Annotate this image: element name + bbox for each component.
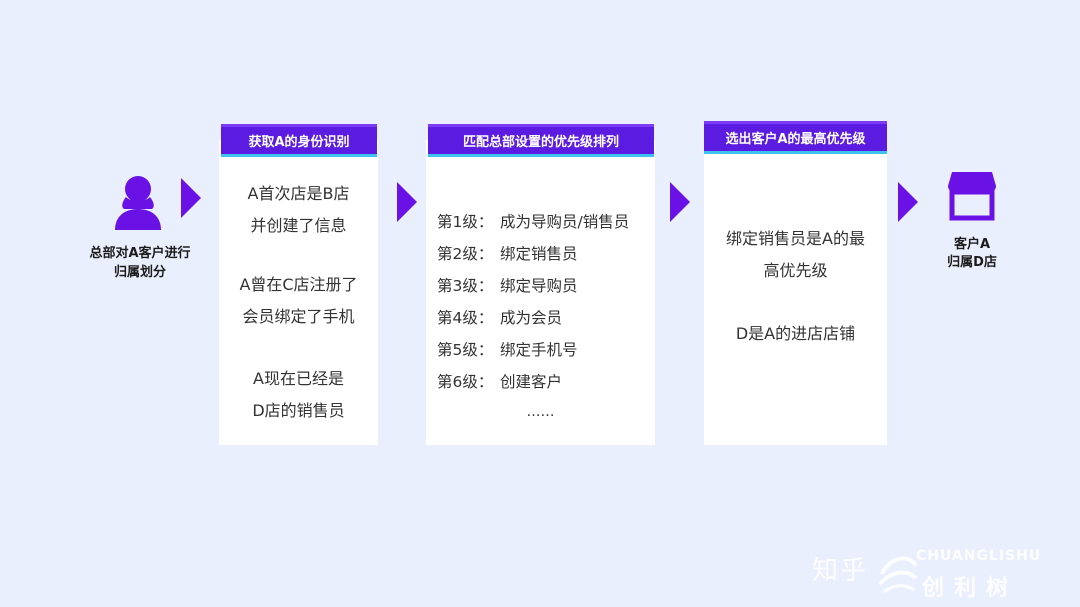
start-label-line2: 归属划分 <box>113 265 166 280</box>
play-arrow-icon <box>670 182 690 222</box>
play-arrow-icon <box>181 178 201 218</box>
level-text: 绑定导购员 <box>500 277 578 295</box>
level-label: 第4级： <box>437 309 494 327</box>
card3-line-1: 绑定销售员是A的最 <box>726 229 865 248</box>
card3-line-3: D是A的进店店铺 <box>735 324 856 343</box>
end-label: 客户A 归属D店 <box>920 236 1024 272</box>
priority-level-4: 第4级： 成为会员 <box>437 306 562 328</box>
priority-level-2: 第2级： 绑定销售员 <box>437 242 578 264</box>
level-label: 第5级： <box>437 341 494 359</box>
level-text: 创建客户 <box>500 373 563 391</box>
brand-name-cn: 创利树 <box>922 576 1019 601</box>
priority-card-header: 匹配总部设置的优先级排列 <box>428 124 654 157</box>
card3-line-2: 高优先级 <box>763 261 828 280</box>
level-text: 绑定手机号 <box>500 341 578 359</box>
card1-line-4: 会员绑定了手机 <box>242 307 355 326</box>
card1-line-6: D店的销售员 <box>252 401 345 420</box>
level-text: 成为会员 <box>500 309 563 327</box>
start-label-line1: 总部对A客户进行 <box>89 246 191 261</box>
start-label: 总部对A客户进行 归属划分 <box>80 244 200 282</box>
level-label: 第1级： <box>437 213 494 231</box>
zhihu-watermark-text: 知乎 <box>812 556 869 586</box>
priority-card: 匹配总部设置的优先级排列 第1级： 成为导购员/销售员 第2级： 绑定销售员 第3级… <box>426 124 655 445</box>
end-label-line1: 客户A <box>953 237 991 252</box>
result-card-header: 选出客户A的最高优先级 <box>704 121 887 154</box>
more-levels-ellipsis: …… <box>526 404 555 420</box>
card1-line-5: A现在已经是 <box>253 369 344 388</box>
level-label: 第3级： <box>437 277 494 295</box>
result-card: 选出客户A的最高优先级 绑定销售员是A的最 高优先级 D是A的进店店铺 <box>704 121 887 445</box>
level-label: 第6级： <box>437 373 494 391</box>
card1-line-3: A曾在C店注册了 <box>239 275 358 294</box>
card1-line-2: 并创建了信息 <box>250 216 347 235</box>
priority-level-6: 第6级： 创建客户 <box>437 370 562 392</box>
person-icon <box>112 172 164 230</box>
store-icon <box>944 168 1000 224</box>
priority-level-3: 第3级： 绑定导购员 <box>437 274 578 296</box>
priority-level-1: 第1级： 成为导购员/销售员 <box>437 210 629 232</box>
play-arrow-icon <box>397 182 417 222</box>
brand-name-en: CHUANGLISHU <box>916 548 1042 564</box>
brand-logo-icon <box>876 544 920 602</box>
identity-card-header: 获取A的身份识别 <box>221 124 377 157</box>
level-text: 绑定销售员 <box>500 245 578 263</box>
identity-card: 获取A的身份识别 A首次店是B店 并创建了信息 A曾在C店注册了 会员绑定了手机… <box>219 124 378 445</box>
priority-level-5: 第5级： 绑定手机号 <box>437 338 578 360</box>
level-label: 第2级： <box>437 245 494 263</box>
end-label-line2: 归属D店 <box>947 255 997 270</box>
level-text: 成为导购员/销售员 <box>500 213 630 231</box>
card1-line-1: A首次店是B店 <box>247 184 350 203</box>
watermark: 知乎 CHUANGLISHU 创利树 <box>812 544 1072 602</box>
play-arrow-icon <box>898 182 918 222</box>
